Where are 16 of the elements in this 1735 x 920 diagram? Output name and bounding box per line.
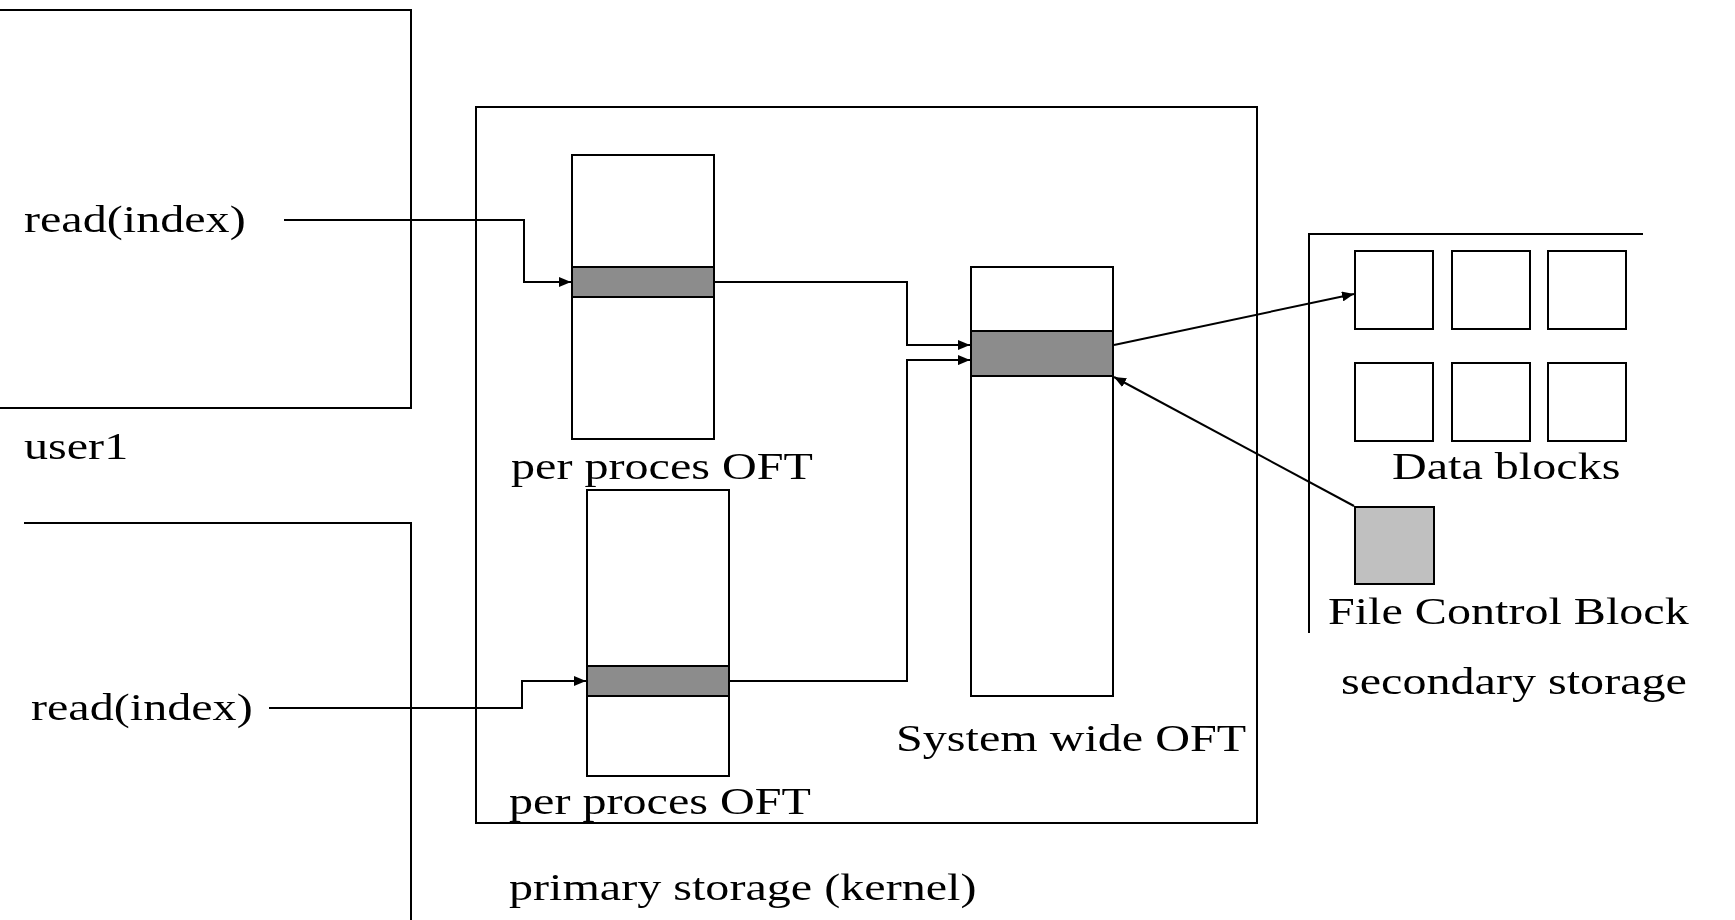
function-call: read(index) xyxy=(31,686,253,730)
arrow xyxy=(1113,291,1355,346)
function-call: read(index) xyxy=(24,198,246,242)
table-label: System wide OFT xyxy=(896,717,1247,761)
arrow xyxy=(1113,376,1355,507)
arrow xyxy=(283,219,572,287)
arrow xyxy=(714,281,971,350)
arrow xyxy=(268,676,587,709)
arrow xyxy=(729,355,971,682)
region-label: primary storage (kernel) xyxy=(509,866,977,910)
region-label: secondary storage xyxy=(1341,660,1687,704)
region-label: user1 xyxy=(24,425,129,469)
table-label: per proces OFT xyxy=(511,445,813,489)
block-label: File Control Block xyxy=(1328,590,1689,634)
table-label: per proces OFT xyxy=(509,780,811,824)
group-label: Data blocks xyxy=(1392,445,1621,489)
